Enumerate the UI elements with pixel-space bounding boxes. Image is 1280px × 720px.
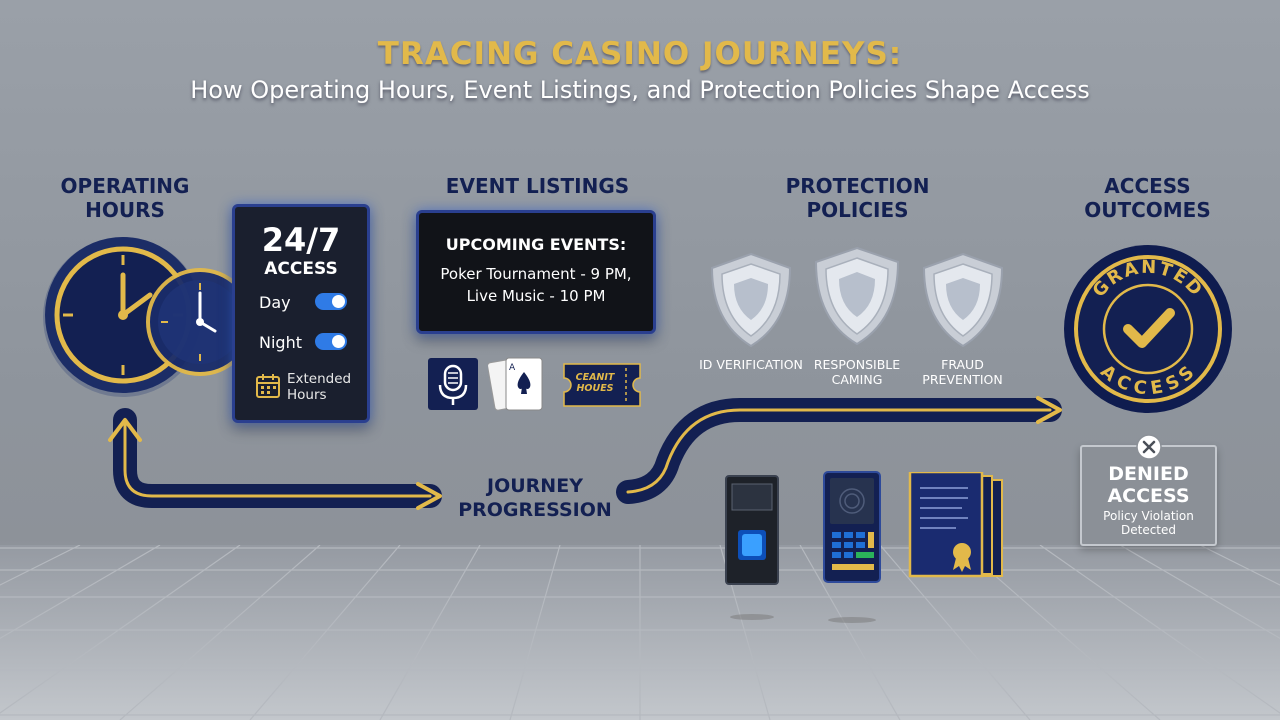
- page-subtitle: How Operating Hours, Event Listings, and…: [190, 76, 1090, 104]
- microphone-icon: [428, 358, 478, 410]
- calendar-icon: [256, 374, 280, 398]
- shield-icon: [922, 252, 1004, 348]
- policy-label-fraud: FRAUD PREVENTION: [922, 357, 1003, 387]
- events-panel: UPCOMING EVENTS: Poker Tournament - 9 PM…: [416, 210, 656, 334]
- ticket-icon: [563, 363, 641, 407]
- hours-panel-title: 24/7: [261, 221, 341, 259]
- svg-text:A: A: [509, 363, 516, 373]
- night-toggle[interactable]: [315, 333, 347, 350]
- extended-hours-label: Extended Hours: [287, 371, 352, 403]
- checkmark-icon: [1123, 308, 1175, 348]
- day-toggle[interactable]: [315, 293, 347, 310]
- journey-progression-label: JOURNEY PROGRESSION: [458, 475, 612, 521]
- hours-panel-subtitle: ACCESS: [264, 259, 338, 279]
- night-label: Night: [259, 333, 302, 352]
- event-line-2: Live Music - 10 PM: [466, 287, 606, 305]
- denied-card: DENIED ACCESS Policy Violation Detected: [1080, 434, 1217, 546]
- policy-label-gaming: RESPONSIBLE CAMING: [813, 357, 901, 387]
- event-line-1: Poker Tournament - 9 PM,: [440, 265, 632, 283]
- playing-cards-icon: A: [488, 357, 543, 411]
- shield-icon: [710, 252, 792, 348]
- denied-note: Policy Violation Detected: [1103, 509, 1194, 537]
- policy-label-id: ID VERIFICATION: [699, 357, 803, 372]
- hours-panel: 24/7 ACCESS Day Night Extended Hours: [232, 204, 370, 423]
- ticket-text: CEANIT HOUES: [575, 372, 615, 394]
- clock-icon: [43, 237, 254, 397]
- shield-icon: [814, 246, 900, 346]
- fingerprint-scanner-icon: [725, 475, 779, 620]
- floor-grid: [0, 545, 1280, 720]
- close-icon: [1136, 434, 1162, 460]
- heading-protection-policies: PROTECTION POLICIES: [785, 174, 930, 222]
- denied-title: DENIED ACCESS: [1107, 463, 1190, 507]
- granted-badge: GRANTED ACCESS: [1064, 245, 1232, 413]
- certificate-documents-icon: [908, 472, 1003, 578]
- page-title: TRACING CASINO JOURNEYS:: [377, 36, 903, 72]
- heading-operating-hours: OPERATING HOURS: [60, 174, 190, 222]
- heading-access-outcomes: ACCESS OUTCOMES: [1084, 174, 1211, 222]
- day-label: Day: [259, 293, 291, 312]
- heading-event-listings: EVENT LISTINGS: [445, 174, 630, 198]
- payment-terminal-icon: [823, 471, 881, 623]
- events-heading: UPCOMING EVENTS:: [445, 235, 627, 254]
